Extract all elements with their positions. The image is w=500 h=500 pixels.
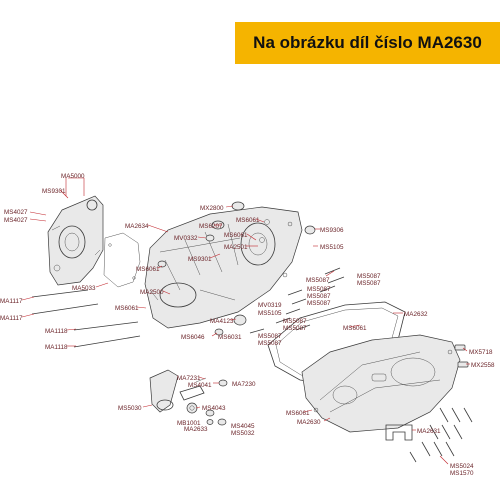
callout-label: MS5024	[450, 463, 474, 470]
callout-label: MS4045	[231, 423, 255, 430]
leader-lines	[21, 177, 470, 465]
callout-label: MX2558	[471, 362, 495, 369]
callout-label: MA4123	[210, 318, 234, 325]
callout-label: MA1117	[0, 298, 23, 305]
callout-label: MS6061	[286, 410, 310, 417]
callout-label: MS6061	[115, 305, 139, 312]
cover-bolts	[249, 267, 345, 334]
callout-label: MV0332	[174, 235, 198, 242]
transmission-cover	[301, 334, 461, 433]
callout-label: MS6207	[199, 223, 223, 230]
callout-label: MS6046	[181, 334, 205, 341]
callout-label: MS5105	[258, 310, 282, 317]
callout-label: MS5030	[118, 405, 142, 412]
callout-label: MA7230	[232, 381, 256, 388]
callout-label: MS4043	[202, 405, 226, 412]
lower-bolts	[409, 407, 473, 463]
banner-title: Na obrázku díl číslo MA2630	[253, 33, 482, 52]
left-crankcase-half	[47, 195, 104, 286]
callout-label: MA1118	[45, 344, 68, 351]
callout-label: MS5087	[357, 273, 381, 280]
dowel-sleeves	[454, 344, 469, 368]
callout-label: MS5105	[320, 244, 344, 251]
callout-label: MA1118	[45, 328, 68, 335]
callout-label: MS5087	[283, 325, 307, 332]
callout-label: MS6061	[136, 266, 160, 273]
callout-label: MA2500	[140, 289, 164, 296]
callout-label: MA2501	[224, 244, 248, 251]
callout-label: MA2633	[184, 426, 208, 433]
callout-label: MS5087	[307, 286, 331, 293]
callout-label: MS4027	[4, 209, 28, 216]
callout-labels: MA5000 MS9301 MS4027 MS4027 MA5033 MA111…	[0, 173, 495, 477]
callout-label: MA5000	[61, 173, 85, 180]
callout-label: MS4041	[188, 382, 212, 389]
callout-label: MB1001	[177, 420, 201, 427]
callout-label: MS9301	[42, 188, 66, 195]
callout-label: MA2630	[297, 419, 321, 426]
callout-label: MS4027	[4, 217, 28, 224]
long-studs	[31, 289, 141, 348]
callout-label: MS1570	[450, 470, 474, 477]
callout-label: MA2631	[417, 428, 441, 435]
callout-label: MA5033	[72, 285, 96, 292]
bearings-and-seals	[157, 201, 316, 336]
callout-label: MS5032	[231, 430, 255, 437]
callout-label: MX5718	[469, 349, 493, 356]
crankcase-gasket	[103, 232, 141, 288]
callout-label: MA7231	[177, 375, 201, 382]
kickstart-assembly	[149, 369, 228, 426]
callout-label: MS6031	[218, 334, 242, 341]
part-number-banner: Na obrázku díl číslo MA2630	[235, 22, 500, 64]
callout-label: MS5087	[258, 333, 282, 340]
callout-label: MA2632	[404, 311, 428, 318]
callout-label: MS5087	[307, 293, 331, 300]
callout-label: MS5087	[357, 280, 381, 287]
callout-label: MS9301	[188, 256, 212, 263]
callout-label: MS5087	[258, 340, 282, 347]
callout-label: MS9306	[320, 227, 344, 234]
callout-label: MS5087	[307, 300, 331, 307]
callout-label: MS6061	[343, 325, 367, 332]
callout-label: MA2634	[125, 223, 149, 230]
callout-label: MS6061	[224, 232, 248, 239]
callout-label: MS6061	[236, 217, 260, 224]
callout-label: MS5087	[283, 318, 307, 325]
callout-label: MX2800	[200, 205, 224, 212]
callout-label: MV0319	[258, 302, 282, 309]
right-crankcase-half	[144, 206, 303, 329]
callout-label: MA1117	[0, 315, 23, 322]
callout-label: MS5087	[306, 277, 330, 284]
